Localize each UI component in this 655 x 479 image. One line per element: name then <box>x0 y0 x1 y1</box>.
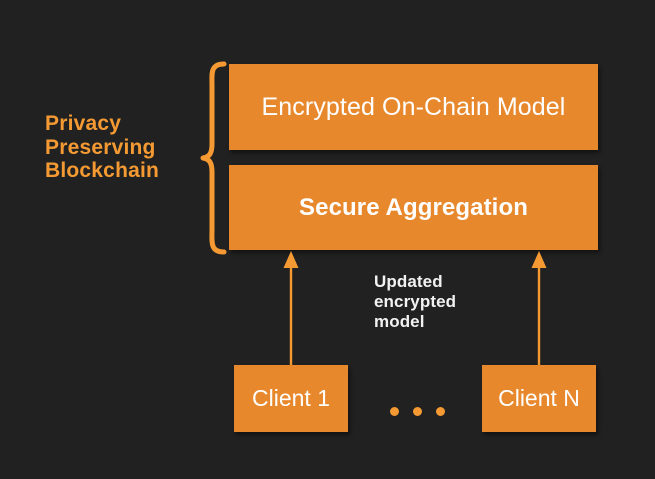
updated-label-line-2: encrypted <box>374 292 457 312</box>
updated-label-line-3: model <box>374 312 425 332</box>
privacy-preserving-blockchain-label: Privacy Preserving Blockchain <box>45 112 205 183</box>
updated-encrypted-model-label: Updated encrypted model <box>374 272 504 332</box>
client-n-box: Client N <box>482 365 596 432</box>
clients-ellipsis <box>390 404 445 418</box>
privacy-label-line-2: Preserving <box>45 135 156 159</box>
arrow-client-n-to-secure-aggregation <box>531 251 547 368</box>
encrypted-on-chain-model-block: Encrypted On-Chain Model <box>229 64 598 150</box>
privacy-label-line-1: Privacy <box>45 112 122 135</box>
ellipsis-dot-3 <box>436 406 445 416</box>
ellipsis-dot-1 <box>390 406 399 416</box>
client-1-box: Client 1 <box>234 365 348 432</box>
ellipsis-dot-2 <box>413 406 422 416</box>
secure-aggregation-block: Secure Aggregation <box>229 165 598 250</box>
privacy-label-line-3: Blockchain <box>45 159 160 183</box>
updated-label-line-1: Updated <box>374 272 443 291</box>
arrow-client-1-to-secure-aggregation <box>283 251 299 368</box>
